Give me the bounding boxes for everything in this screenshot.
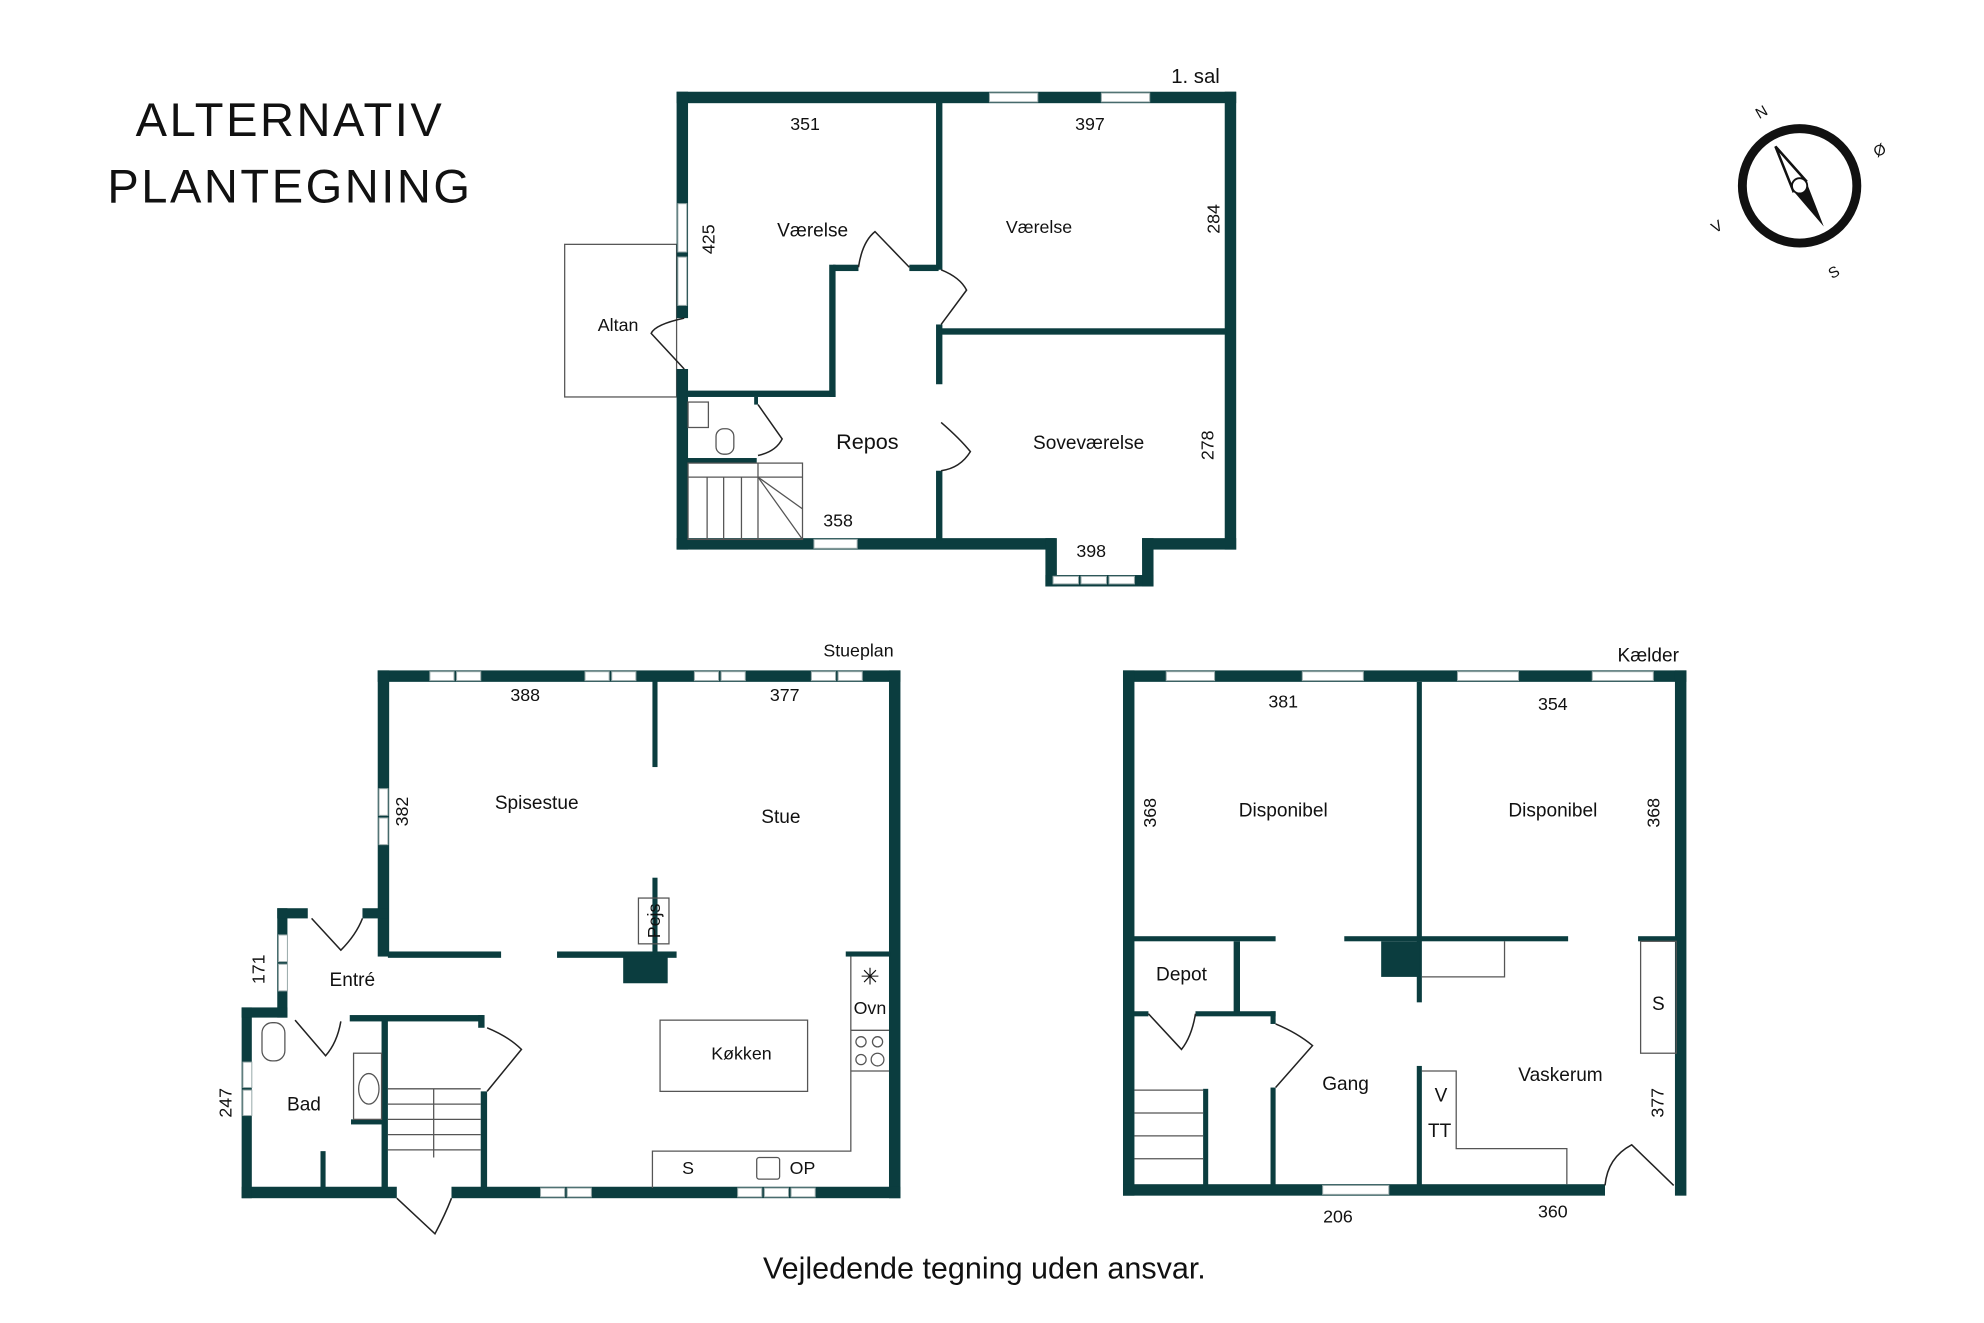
room-vaskerum: Vaskerum (1518, 1065, 1602, 1086)
dim-171: 171 (249, 954, 269, 984)
stairs (387, 1088, 481, 1158)
label-pejs: Pejs (644, 904, 664, 939)
label-s: S (1652, 994, 1665, 1015)
label-v: V (1435, 1086, 1448, 1107)
dim-377: 377 (770, 685, 800, 705)
dim-368-right: 368 (1644, 798, 1664, 828)
floor-ground: Stueplan (215, 640, 901, 1236)
dim-284: 284 (1204, 204, 1224, 234)
cabinet-s (1639, 940, 1677, 1054)
disclaimer-footer: Vejledende tegning uden ansvar. (763, 1251, 1206, 1285)
doors (294, 917, 523, 1236)
windows (242, 671, 863, 1198)
dim-368-left: 368 (1140, 798, 1160, 828)
kitchen-island (659, 1019, 809, 1093)
walls (1122, 670, 1687, 1196)
title-line-1: ALTERNATIV (136, 93, 445, 146)
compass-north: N (1753, 102, 1771, 122)
label-tt: TT (1428, 1121, 1452, 1142)
room-repos: Repos (836, 429, 899, 454)
dim-351: 351 (790, 114, 820, 134)
room-spisestue: Spisestue (495, 793, 579, 814)
dim-247: 247 (215, 1088, 235, 1118)
doors (1147, 1013, 1675, 1187)
laundry-counter (1421, 1070, 1568, 1185)
room-sovevaerelse: Soveværelse (1033, 433, 1144, 454)
stairs (1134, 1089, 1204, 1160)
compass-east: Ø (1871, 140, 1890, 161)
dim-388: 388 (510, 685, 540, 705)
label-ovn: Ovn (854, 998, 887, 1018)
dim-360: 360 (1538, 1201, 1568, 1221)
dim-354: 354 (1538, 694, 1568, 714)
dim-206: 206 (1323, 1206, 1353, 1226)
dim-278: 278 (1197, 430, 1217, 460)
title-line-2: PLANTEGNING (107, 159, 472, 212)
walls (676, 91, 1237, 587)
dim-358: 358 (823, 511, 853, 531)
extractor-icon: ✳ (860, 964, 879, 990)
kitchen-counter (651, 956, 852, 1189)
compass-south: S (1826, 263, 1843, 283)
stove-icon (855, 1036, 885, 1067)
sink-icon (358, 1072, 380, 1105)
windows (1165, 671, 1654, 1195)
room-vaerelse-1: Værelse (777, 221, 848, 242)
toilet-icon (715, 428, 735, 455)
floor-label-ground: Stueplan (823, 640, 893, 660)
label-s: S (682, 1158, 694, 1178)
dim-377: 377 (1648, 1088, 1668, 1118)
chimney-box (1421, 941, 1506, 978)
stairs (687, 462, 804, 541)
label-op: OP (790, 1158, 816, 1178)
room-entre: Entré (330, 970, 376, 991)
room-vaerelse-2: Værelse (1006, 217, 1072, 237)
compass-west: V (1709, 217, 1727, 237)
dim-425: 425 (699, 224, 719, 254)
room-koekken: Køkken (711, 1044, 771, 1064)
sink-counter (352, 1052, 383, 1120)
dim-381: 381 (1268, 691, 1298, 711)
doors (650, 230, 972, 472)
toilet-icon (261, 1022, 286, 1062)
dishwasher-sink-icon (756, 1156, 781, 1180)
walls (241, 670, 901, 1199)
floor-basement: Kælder (1122, 646, 1687, 1226)
room-disponibel-2: Disponibel (1508, 801, 1597, 822)
floor-label-basement: Kælder (1618, 646, 1680, 667)
dim-398: 398 (1076, 541, 1106, 561)
windows (677, 92, 1151, 585)
dim-382: 382 (392, 797, 412, 827)
sink-icon (687, 401, 710, 429)
floor-label-first: 1. sal (1171, 66, 1220, 88)
room-bad: Bad (287, 1094, 321, 1115)
floor-first: 1. sal (564, 66, 1237, 587)
fireplace-box (637, 897, 670, 945)
room-altan: Altan (598, 315, 639, 335)
room-gang: Gang (1322, 1074, 1369, 1095)
compass-icon: N Ø S V (1709, 102, 1890, 282)
room-depot: Depot (1156, 965, 1208, 986)
dim-397: 397 (1075, 114, 1105, 134)
room-stue: Stue (761, 807, 800, 828)
room-disponibel-1: Disponibel (1239, 801, 1328, 822)
